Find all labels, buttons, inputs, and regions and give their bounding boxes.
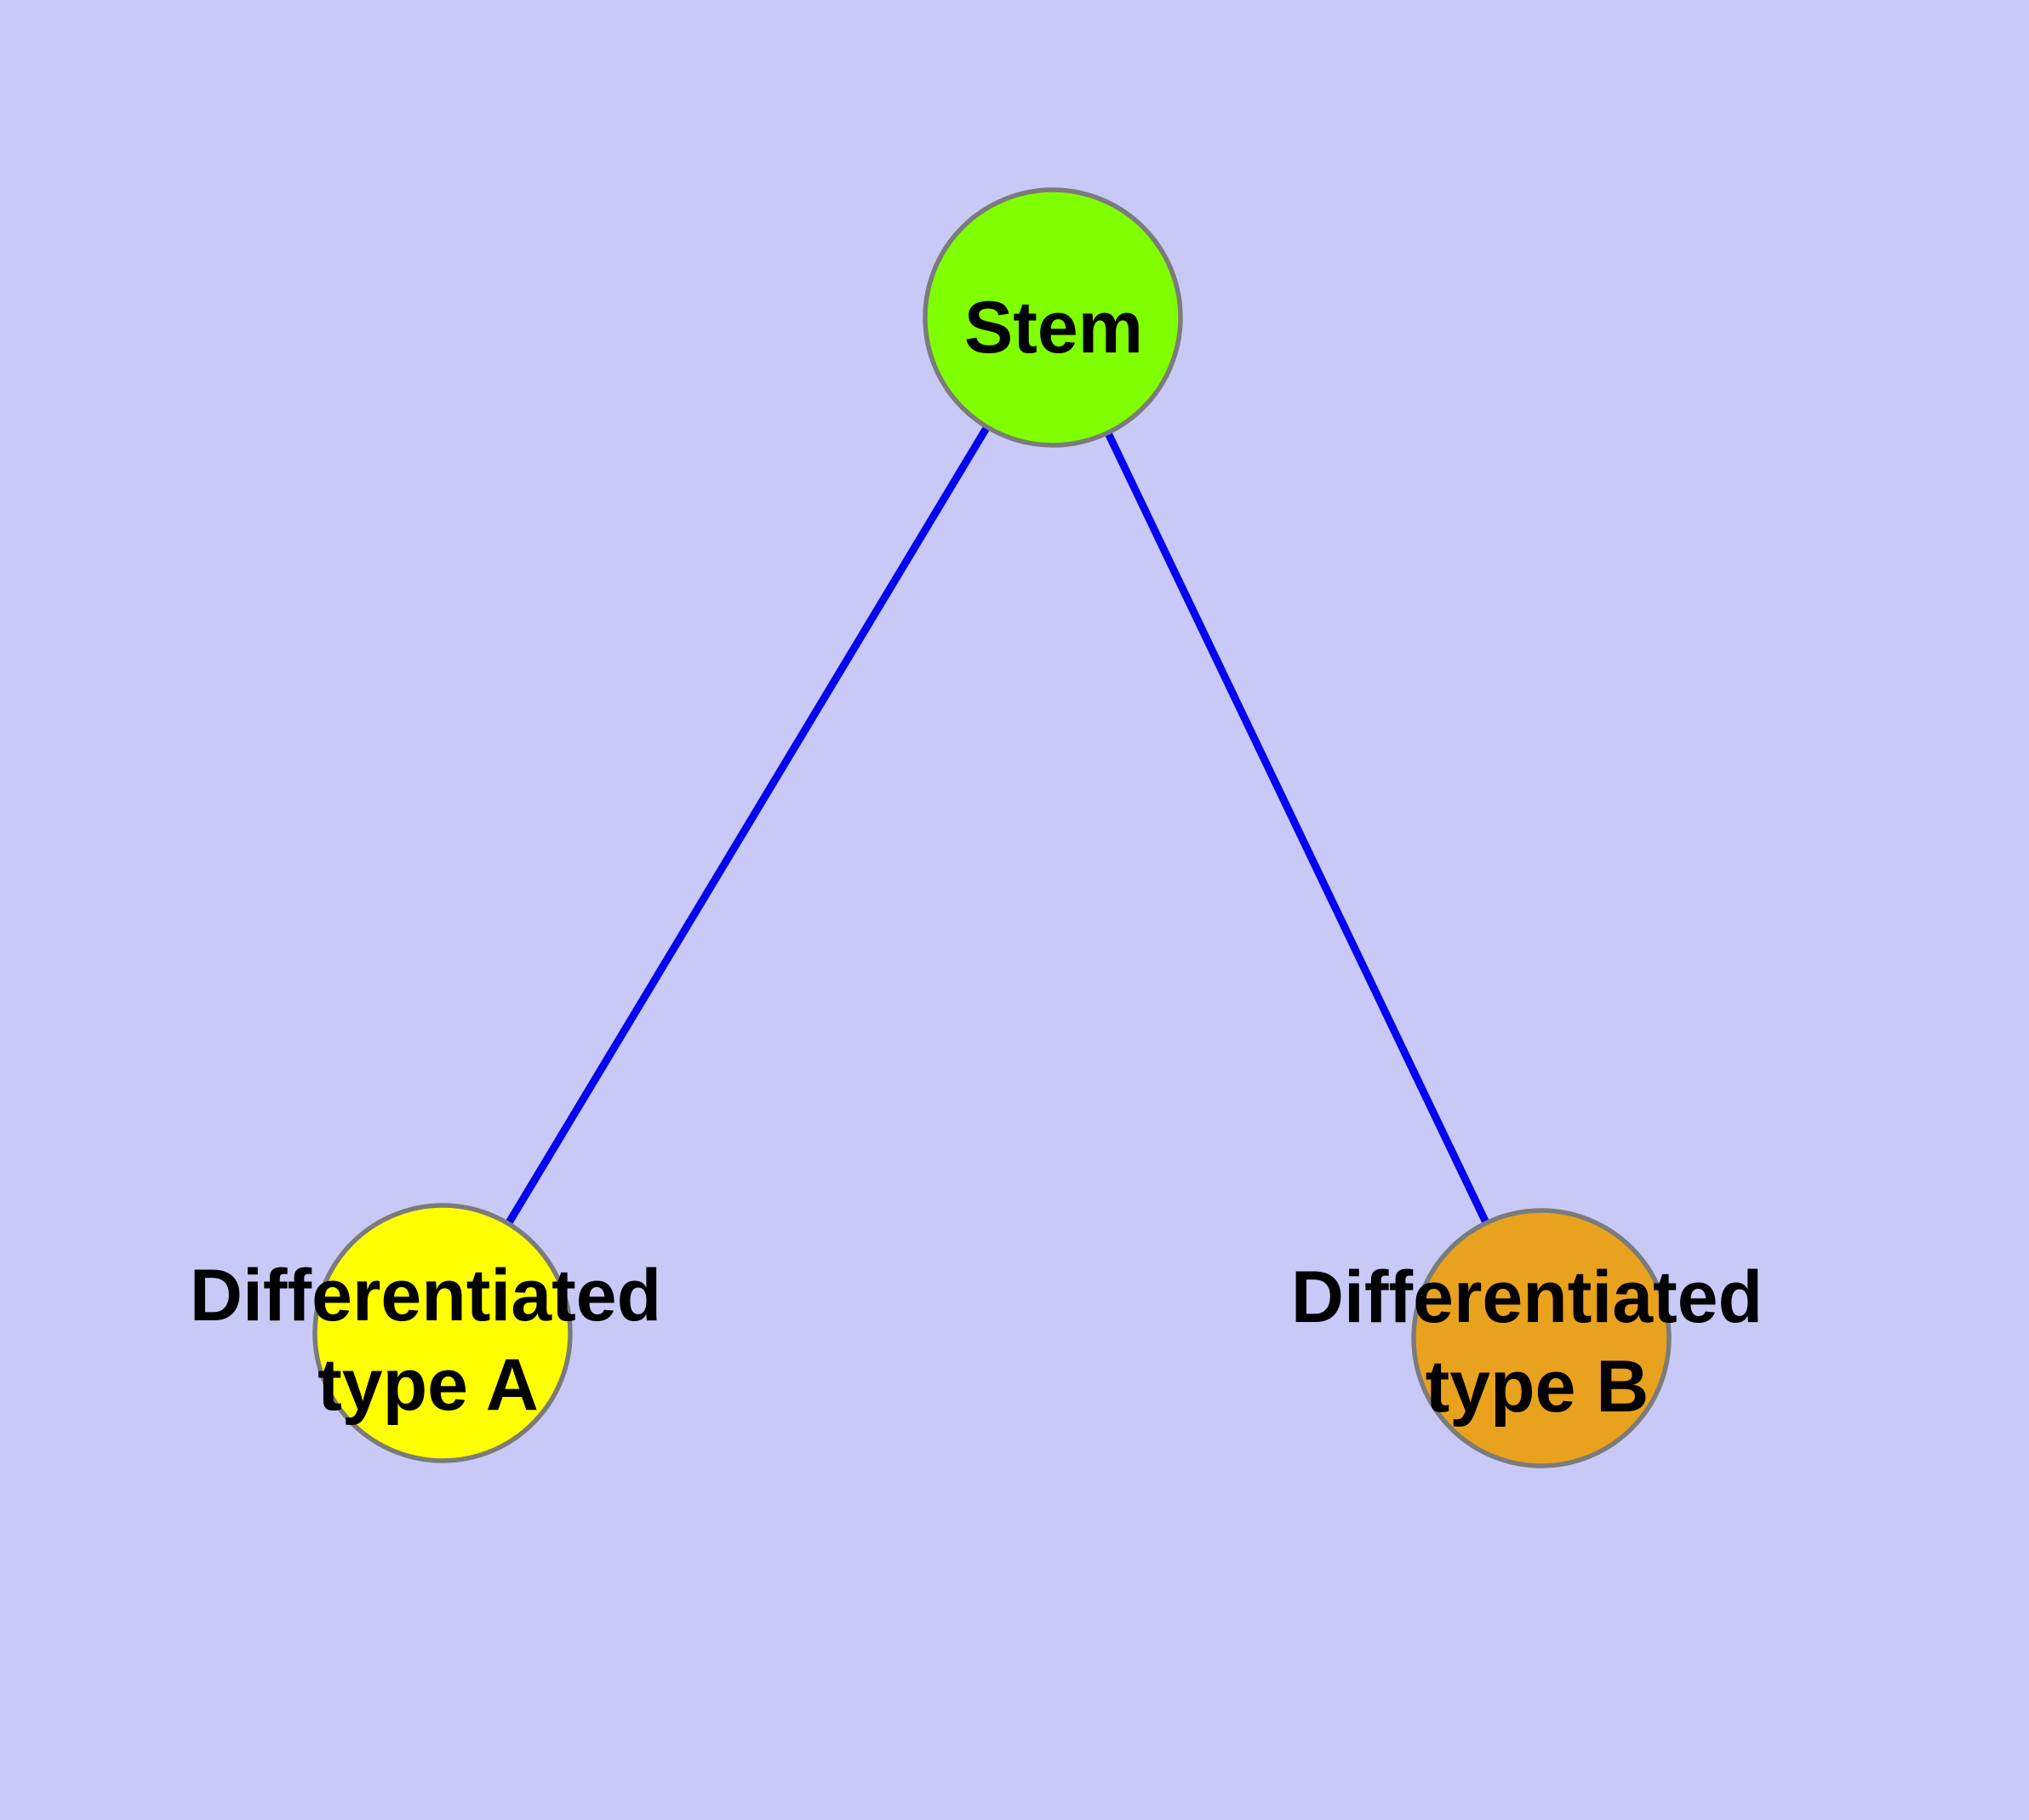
- node-type-a[interactable]: Differentiated type A: [190, 1203, 661, 1463]
- node-type-a-label-line2: type A: [317, 1344, 539, 1426]
- node-type-b[interactable]: Differentiated type B: [1291, 1208, 1763, 1468]
- node-stem[interactable]: Stem: [923, 187, 1183, 448]
- edge-stem-to-type-b: [1049, 316, 1546, 1340]
- node-stem-label: Stem: [964, 287, 1143, 369]
- node-type-b-circle[interactable]: [1411, 1208, 1672, 1468]
- node-type-a-label-line1: Differentiated: [190, 1255, 661, 1336]
- node-type-b-label-line1: Differentiated: [1291, 1256, 1763, 1338]
- edge-stem-to-type-a: [439, 315, 1056, 1336]
- node-stem-circle[interactable]: [923, 187, 1183, 448]
- node-type-a-circle[interactable]: [312, 1203, 573, 1463]
- node-type-b-label-line2: type B: [1426, 1346, 1649, 1428]
